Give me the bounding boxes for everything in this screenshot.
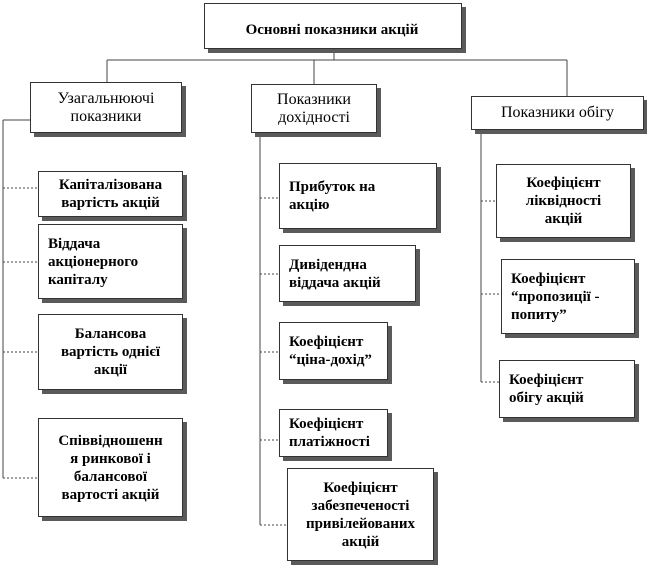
- item-market-to-book-ratio: Співвідношенн я ринкової і балансової ва…: [38, 418, 183, 517]
- item-price-earnings-ratio: Коефіцієнт “ціна-дохід”: [279, 322, 388, 380]
- group-turnover-indicators: Показники обігу: [471, 96, 644, 130]
- diagram-title: Основні показники акцій: [204, 3, 462, 49]
- item-dividend-yield: Дивідендна віддача акцій: [279, 245, 416, 302]
- group-generalizing-indicators: Узагальнюючі показники: [30, 82, 182, 133]
- item-book-value-per-share: Балансова вартість однієї акції: [38, 314, 183, 390]
- item-capitalized-value: Капіталізована вартість акцій: [38, 171, 183, 217]
- item-earnings-per-share: Прибуток на акцію: [279, 163, 437, 229]
- item-share-turnover-ratio: Коефіцієнт обігу акцій: [499, 360, 635, 418]
- item-supply-demand-ratio: Коефіцієнт “пропозиції - попиту”: [501, 259, 635, 334]
- item-payout-ratio: Коефіцієнт платіжності: [279, 409, 388, 457]
- item-equity-return: Віддача акціонерного капіталу: [38, 224, 183, 299]
- item-liquidity-ratio: Коефіцієнт ліквідності акцій: [496, 164, 631, 238]
- group-profitability-indicators: Показники дохідності: [251, 84, 377, 133]
- item-preferred-coverage-ratio: Коефіцієнт забезпеченості привілейованих…: [287, 468, 434, 561]
